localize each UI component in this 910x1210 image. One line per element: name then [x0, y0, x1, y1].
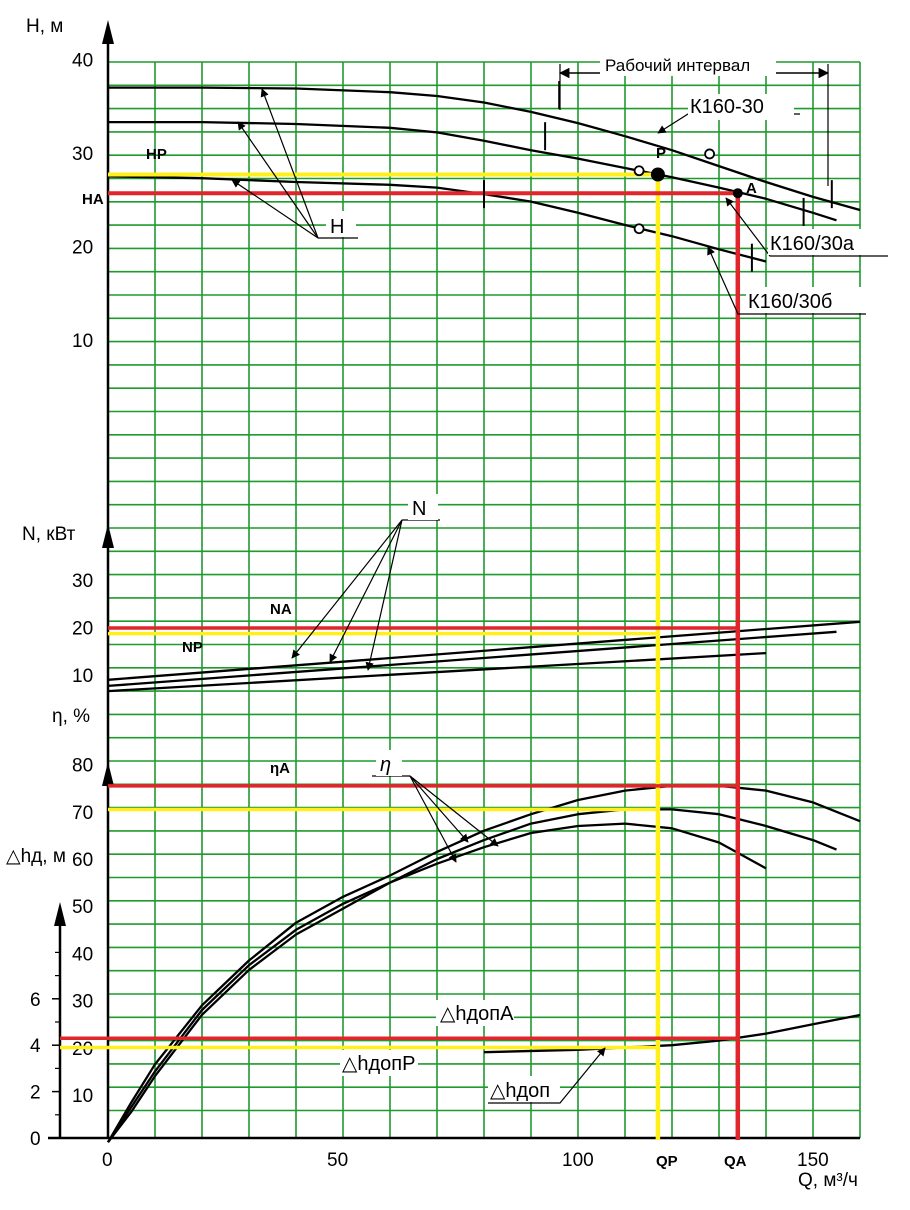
n-tick-label: 10	[72, 666, 93, 687]
n-tick-label: 30	[72, 571, 93, 592]
label-qp: QP	[656, 1153, 678, 1170]
label-npsh-a: △hдопA	[440, 1003, 514, 1025]
h-curve	[107, 175, 767, 263]
eta-axis-title: η, %	[52, 706, 90, 727]
marks	[483, 81, 833, 272]
n-axis-arrow	[102, 524, 114, 548]
label-point-p: P	[656, 145, 666, 162]
n-curve	[107, 620, 861, 681]
eta-axis-arrow	[102, 762, 114, 786]
label-k160-30: К160-30	[690, 96, 764, 118]
label-n-group: N	[412, 498, 426, 520]
x-tick-label: 100	[562, 1150, 594, 1171]
h-axis-title: H, м	[26, 16, 63, 37]
x-axis-title: Q, м³/ч	[798, 1170, 858, 1191]
eta-tick-label: 60	[72, 850, 93, 871]
label-na: NA	[270, 601, 292, 618]
working-interval-label: Рабочий интервал	[605, 56, 750, 75]
eta-tick-label: 80	[72, 756, 93, 777]
npsh-axis-arrow	[54, 902, 66, 926]
open-marker	[633, 223, 645, 235]
point-a-dot	[732, 188, 743, 199]
point-labels: P A HP HA NA NP ηA △hдопA △hдопP QP QA	[82, 145, 757, 1170]
eta-curve	[107, 808, 837, 1143]
callouts: Рабочий интервал К160-30 К160/30а К160/3…	[231, 54, 888, 1104]
reference-lines	[60, 172, 741, 1140]
h-tick-label: 20	[72, 238, 93, 259]
label-npsh: △hдоп	[490, 1080, 550, 1102]
label-eta-group: η	[380, 754, 391, 776]
axis-titles: H, м N, кВт η, % △hд, м Q, м³/ч	[6, 16, 858, 1191]
label-k160-30a: К160/30а	[770, 233, 855, 255]
eta-tick-label: 40	[72, 944, 93, 965]
h-curve	[108, 120, 837, 222]
point-p-dot	[650, 167, 665, 182]
axes	[48, 20, 860, 1140]
eta-tick-label: 20	[72, 1039, 93, 1060]
label-k160-30b: К160/30б	[748, 291, 832, 313]
label-qa: QA	[724, 1153, 747, 1170]
h-tick-label: 40	[72, 51, 93, 72]
n-axis-title: N, кВт	[22, 524, 76, 545]
npsh-axis-title: △hд, м	[6, 846, 66, 867]
label-hp: HP	[146, 146, 167, 163]
curves	[107, 86, 861, 1143]
eta-tick-label: 50	[72, 897, 93, 918]
open-marker	[704, 148, 715, 160]
npsh-tick-label: 0	[30, 1129, 41, 1150]
n-curve	[107, 630, 837, 688]
label-ha: HA	[82, 191, 104, 208]
label-eta-a: ηA	[270, 760, 290, 777]
open-marker	[633, 165, 645, 177]
x-tick-label: 0	[102, 1150, 113, 1171]
eta-tick-label: 70	[72, 803, 93, 824]
h-axis-arrow	[102, 20, 114, 44]
eta-curve	[107, 822, 767, 1143]
label-point-a: A	[746, 180, 757, 197]
eta-tick-label: 30	[72, 992, 93, 1013]
grid	[108, 61, 861, 1138]
h-tick-label: 10	[72, 331, 93, 352]
h-curve	[108, 86, 861, 212]
x-tick-label: 50	[327, 1150, 348, 1171]
npsh-tick-label: 4	[30, 1036, 41, 1057]
label-h-group: H	[330, 216, 344, 238]
tick-labels: 0 50 100 150 10 20 30 40 10 20 30 10 20 30 40 50 60 70 80 0…	[30, 51, 829, 1172]
x-tick-label: 150	[797, 1150, 829, 1171]
label-np: NP	[182, 639, 203, 656]
npsh-tick-label: 2	[30, 1083, 41, 1104]
h-tick-label: 30	[72, 144, 93, 165]
npsh-curve	[483, 1013, 861, 1054]
n-tick-label: 20	[72, 619, 93, 640]
eta-tick-label: 10	[72, 1086, 93, 1107]
npsh-tick-label: 6	[30, 990, 41, 1011]
label-npsh-p: △hдопP	[342, 1053, 415, 1075]
